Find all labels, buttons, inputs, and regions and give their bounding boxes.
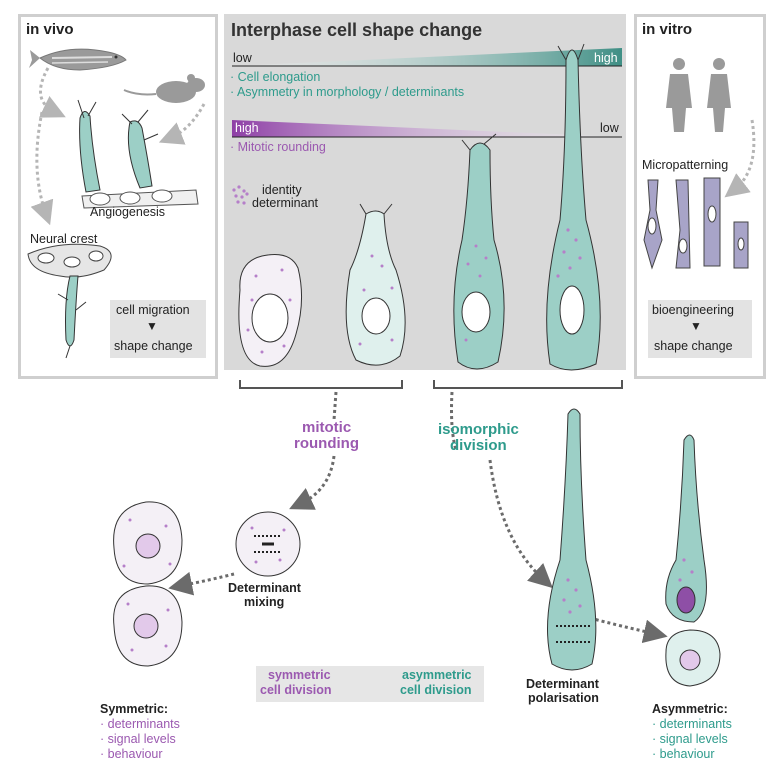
mixing-label-line1: Determinant	[228, 581, 301, 595]
rounding-gradient-bar	[232, 120, 622, 137]
asymmetric-item: · behaviour	[652, 747, 715, 761]
in-vitro-summary-box: bioengineering ▼ shape change	[648, 300, 752, 358]
in-vivo-box-top: cell migration	[116, 303, 190, 317]
symmetric-item: · determinants	[100, 717, 180, 731]
in-vitro-box-bottom: shape change	[654, 339, 733, 353]
in-vivo-box-bottom: shape change	[114, 339, 193, 353]
asymmetric-division-line2: cell division	[400, 683, 472, 697]
polarisation-label-line2: polarisation	[528, 691, 599, 705]
cell-slightly-elongated	[345, 203, 406, 366]
interphase-title: Interphase cell shape change	[231, 20, 483, 40]
bar2-low-label: low	[600, 121, 619, 135]
isomorphic-label-line1: isomorphic	[438, 421, 519, 438]
in-vivo-title: in vivo	[26, 21, 74, 38]
asymmetric-item: · signal levels	[652, 732, 728, 746]
in-vivo-summary-box: cell migration ▼ shape change	[110, 300, 206, 358]
bullet-mitotic-rounding: · Mitotic rounding	[230, 140, 326, 154]
zebrafish-icon	[29, 48, 127, 71]
isomorphic-label-line2: division	[450, 437, 507, 454]
micropatterning-shapes	[643, 177, 749, 270]
angiogenesis-label: Angiogenesis	[90, 205, 166, 219]
symmetric-item: · behaviour	[100, 747, 163, 761]
neural-crest-illustration	[27, 243, 112, 359]
legend-label-line2: determinant	[252, 196, 319, 210]
down-arrow-icon: ▼	[690, 319, 702, 333]
mitotic-label-line1: mitotic	[302, 419, 352, 436]
symmetric-item: · signal levels	[100, 732, 176, 746]
mitotic-label-line2: rounding	[294, 435, 359, 452]
down-arrow-icon: ▼	[146, 319, 158, 333]
identity-determinant-legend	[232, 185, 249, 205]
asymmetric-division-line1: asymmetric	[402, 668, 472, 682]
bullet-cell-elongation: · Cell elongation	[230, 70, 321, 84]
cell-round	[238, 254, 303, 367]
neural-crest-label: Neural crest	[30, 232, 98, 246]
elongation-gradient-bar	[232, 48, 622, 66]
in-vitro-title: in vitro	[642, 21, 693, 38]
mouse-icon	[123, 74, 205, 103]
mixing-label-line2: mixing	[244, 595, 285, 609]
human-figures-icon	[666, 58, 731, 132]
cell-elongated	[453, 133, 505, 370]
cell-highly-elongated	[546, 43, 601, 371]
bar1-low-label: low	[233, 51, 252, 65]
symmetric-title: Symmetric:	[100, 702, 169, 716]
bar1-high-label: high	[594, 51, 618, 65]
asymmetric-daughter-cells	[665, 434, 721, 687]
symmetric-daughter-cells	[113, 501, 183, 667]
in-vitro-box-top: bioengineering	[652, 303, 735, 317]
mitotic-round-cell	[235, 511, 301, 577]
polarising-cell	[547, 408, 597, 671]
bullet-asymmetry: · Asymmetry in morphology / determinants	[230, 85, 465, 99]
symmetric-division-line1: symmetric	[268, 668, 331, 682]
angiogenesis-illustration	[77, 99, 199, 209]
polarisation-label-line1: Determinant	[526, 677, 599, 691]
bar2-high-label: high	[235, 121, 259, 135]
legend-label-line1: identity	[262, 183, 302, 197]
division-comparison-box: symmetric cell division asymmetric cell …	[256, 666, 484, 702]
micropatterning-label: Micropatterning	[642, 158, 729, 172]
asymmetric-item: · determinants	[652, 717, 732, 731]
symmetric-division-line2: cell division	[260, 683, 332, 697]
asymmetric-title: Asymmetric:	[652, 702, 728, 716]
